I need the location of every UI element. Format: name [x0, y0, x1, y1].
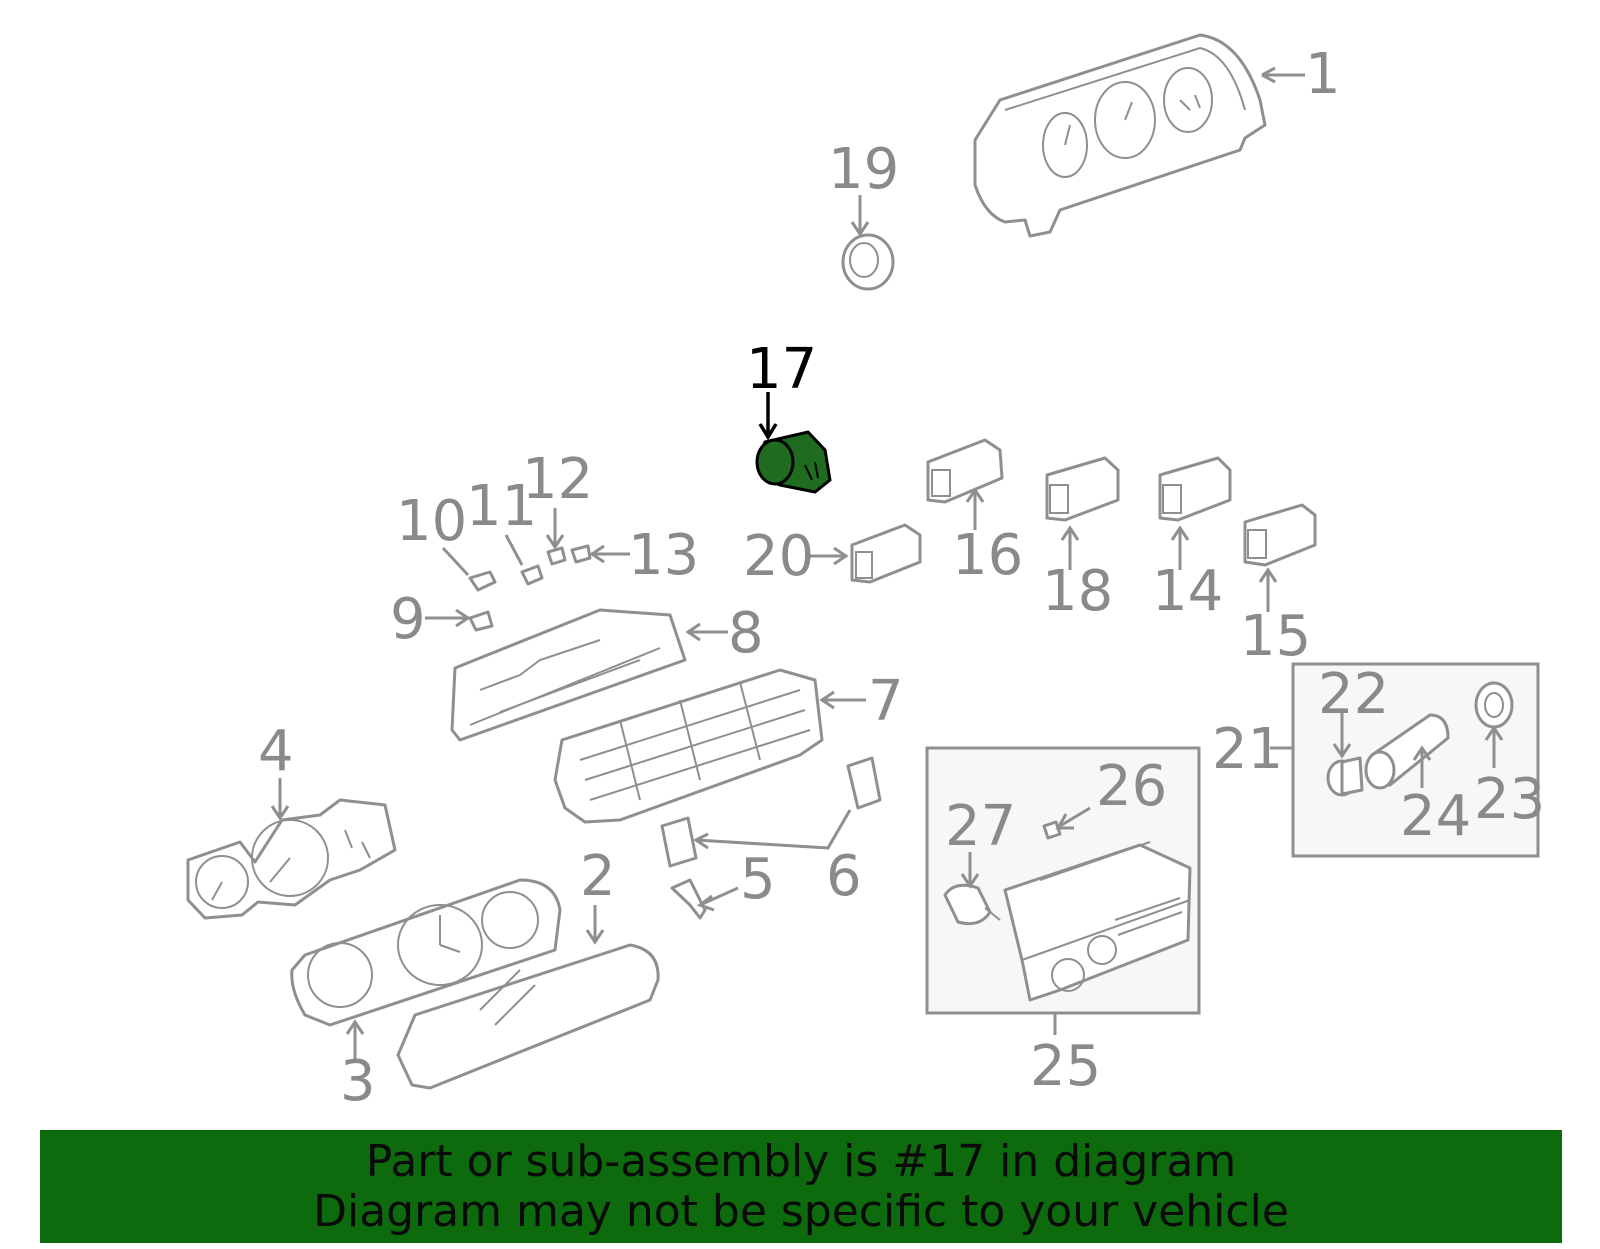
- leader-13: [589, 544, 630, 564]
- callout-10: 10: [396, 489, 467, 554]
- leader-16: [965, 487, 985, 530]
- callout-22: 22: [1318, 662, 1389, 727]
- callout-24: 24: [1400, 784, 1471, 849]
- part-3-dial-plate: [290, 878, 562, 1027]
- part-22-socket: [1326, 756, 1364, 797]
- leader-26: [1055, 806, 1091, 830]
- callout-13: 13: [628, 523, 699, 588]
- callout-18: 18: [1042, 559, 1113, 624]
- part-14-switch: [1158, 456, 1232, 522]
- leader-24: [1412, 745, 1432, 788]
- part-17-switch-highlighted: [755, 430, 832, 494]
- callout-3: 3: [340, 1049, 376, 1114]
- part-18-switch: [1045, 456, 1120, 522]
- leader-23: [1484, 725, 1504, 768]
- leader-6: [693, 809, 852, 850]
- part-25-climate-control-unit: [1003, 841, 1192, 1002]
- banner-line-2: Diagram may not be specific to your vehi…: [313, 1185, 1289, 1237]
- part-5-screw: [670, 878, 707, 920]
- callout-12: 12: [522, 447, 593, 512]
- leader-22: [1332, 712, 1352, 759]
- leader-2: [585, 905, 605, 945]
- callout-4: 4: [258, 719, 294, 784]
- info-banner: Part or sub-assembly is #17 in diagram D…: [40, 1130, 1562, 1243]
- part-15-switch: [1243, 503, 1317, 567]
- part-26-screw: [1042, 820, 1062, 840]
- callout-14: 14: [1152, 559, 1223, 624]
- part-8-circuit-board: [450, 608, 687, 742]
- leader-27: [960, 852, 980, 889]
- leader-1-arrow: [1261, 66, 1276, 84]
- callout-19: 19: [828, 137, 899, 202]
- leader-12: [545, 508, 565, 550]
- leader-3: [345, 1019, 365, 1060]
- leader-17: [758, 392, 778, 441]
- part-13-bulb: [570, 544, 592, 564]
- leader-7: [819, 690, 866, 710]
- callout-6: 6: [826, 844, 862, 909]
- callout-8: 8: [728, 601, 764, 666]
- callout-20: 20: [743, 524, 814, 589]
- leader-14: [1170, 525, 1190, 570]
- part-6-plate: [660, 756, 882, 868]
- part-4-gauges: [186, 798, 397, 920]
- banner-line-1: Part or sub-assembly is #17 in diagram: [365, 1135, 1237, 1187]
- part-23-ring: [1474, 681, 1514, 729]
- callout-7: 7: [868, 669, 904, 734]
- part-2-lens: [396, 943, 660, 1090]
- leader-15: [1258, 567, 1278, 612]
- callout-1: 1: [1305, 42, 1341, 107]
- callout-17: 17: [746, 337, 817, 402]
- leader-20: [810, 546, 849, 566]
- part-12-bulb: [546, 546, 567, 566]
- part-20-switch: [850, 523, 922, 584]
- callout-11: 11: [466, 474, 537, 539]
- callout-27: 27: [945, 794, 1016, 859]
- part-10-bulb: [468, 570, 497, 592]
- callout-25: 25: [1030, 1034, 1101, 1099]
- leader-10: [441, 546, 470, 577]
- part-1-cluster-housing: [973, 33, 1267, 238]
- callout-2: 2: [580, 844, 616, 909]
- leader-4: [270, 778, 290, 821]
- part-7-cluster-case: [553, 668, 824, 824]
- leader-9: [425, 608, 471, 628]
- part-24-lighter: [1364, 713, 1450, 790]
- part-19-knob: [841, 233, 895, 291]
- callout-16: 16: [952, 523, 1023, 588]
- callout-21: 21: [1212, 717, 1283, 782]
- callout-23: 23: [1474, 767, 1545, 832]
- callout-9: 9: [390, 587, 426, 652]
- part-16-switch: [926, 438, 1004, 504]
- callout-26: 26: [1096, 754, 1167, 819]
- leader-11: [504, 534, 524, 566]
- callout-5: 5: [740, 847, 776, 912]
- callout-15: 15: [1240, 604, 1311, 669]
- part-27-knob: [943, 883, 1001, 926]
- part-11-bulb: [520, 564, 544, 586]
- part-9-bulb: [468, 610, 494, 632]
- leader-19: [850, 195, 870, 237]
- leader-18: [1060, 525, 1080, 570]
- leader-5: [696, 886, 739, 912]
- leader-8: [685, 622, 728, 642]
